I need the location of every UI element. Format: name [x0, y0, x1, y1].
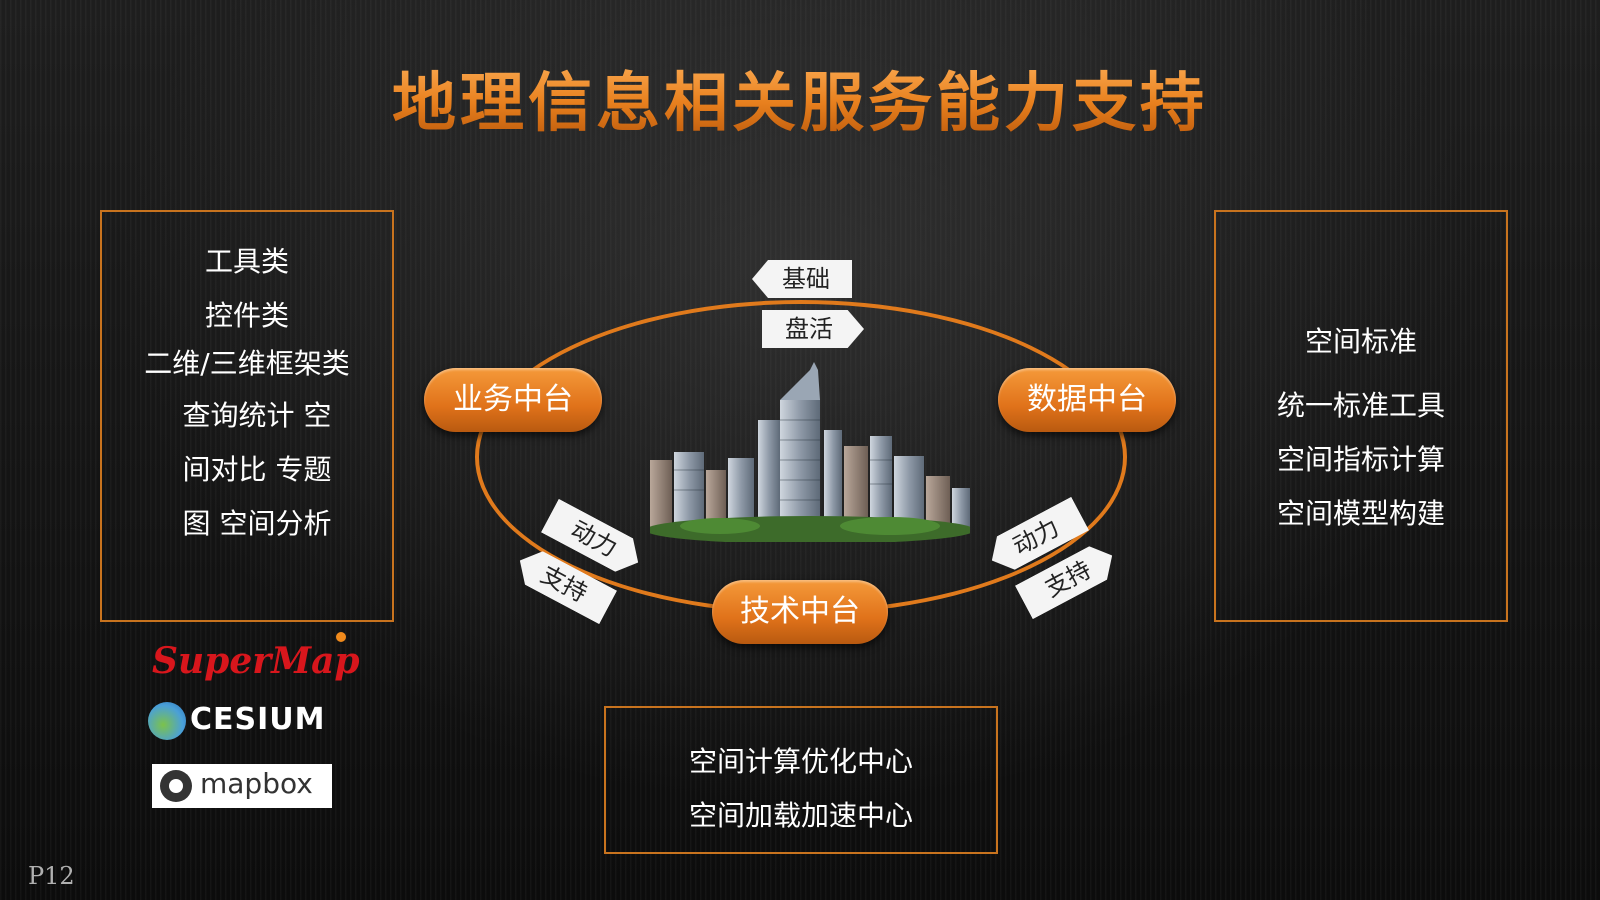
tools-line-6: 图 空间分析	[182, 507, 332, 540]
arrow-foundation: 基础	[752, 260, 852, 298]
standards-line-4: 空间模型构建	[1276, 497, 1445, 530]
standards-line-3: 空间指标计算	[1276, 443, 1445, 476]
optimization-line-2: 空间加载加速中心	[688, 799, 913, 832]
optimization-line-1: 空间计算优化中心	[688, 745, 913, 778]
tools-line-5: 间对比 专题	[182, 453, 332, 486]
tools-line-4: 查询统计 空	[182, 399, 332, 432]
mapbox-wordmark: mapbox	[200, 767, 313, 800]
tools-box: 工具类 控件类 二维/三维框架类 查询统计 空 间对比 专题 图 空间分析	[100, 210, 394, 622]
optimization-box: 空间计算优化中心 空间加载加速中心	[604, 706, 998, 854]
data-middle-platform: 数据中台	[998, 368, 1176, 432]
mapbox-icon	[160, 770, 192, 802]
tools-line-1: 工具类	[204, 245, 289, 278]
page-title: 地理信息相关服务能力支持	[0, 52, 1600, 144]
city-skyline-icon	[650, 362, 970, 542]
arrow-activate: 盘活	[762, 310, 864, 348]
cesium-logo: CESIUM	[148, 700, 338, 744]
tech-middle-platform: 技术中台	[712, 580, 888, 644]
tools-line-2: 控件类	[204, 299, 289, 332]
standards-line-2: 统一标准工具	[1276, 389, 1445, 422]
mapbox-logo: mapbox	[152, 764, 332, 808]
cesium-wordmark: CESIUM	[190, 702, 326, 737]
supermap-wordmark: SuperMap	[152, 640, 360, 682]
standards-line-1: 空间标准	[1304, 325, 1417, 358]
cesium-globe-icon	[148, 702, 186, 740]
page-number: P12	[28, 862, 75, 890]
business-middle-platform: 业务中台	[424, 368, 602, 432]
tools-line-3: 二维/三维框架类	[144, 347, 350, 380]
standards-box: 空间标准 统一标准工具 空间指标计算 空间模型构建	[1214, 210, 1508, 622]
supermap-dot-icon	[336, 632, 346, 642]
supermap-logo: SuperMap	[152, 632, 360, 686]
